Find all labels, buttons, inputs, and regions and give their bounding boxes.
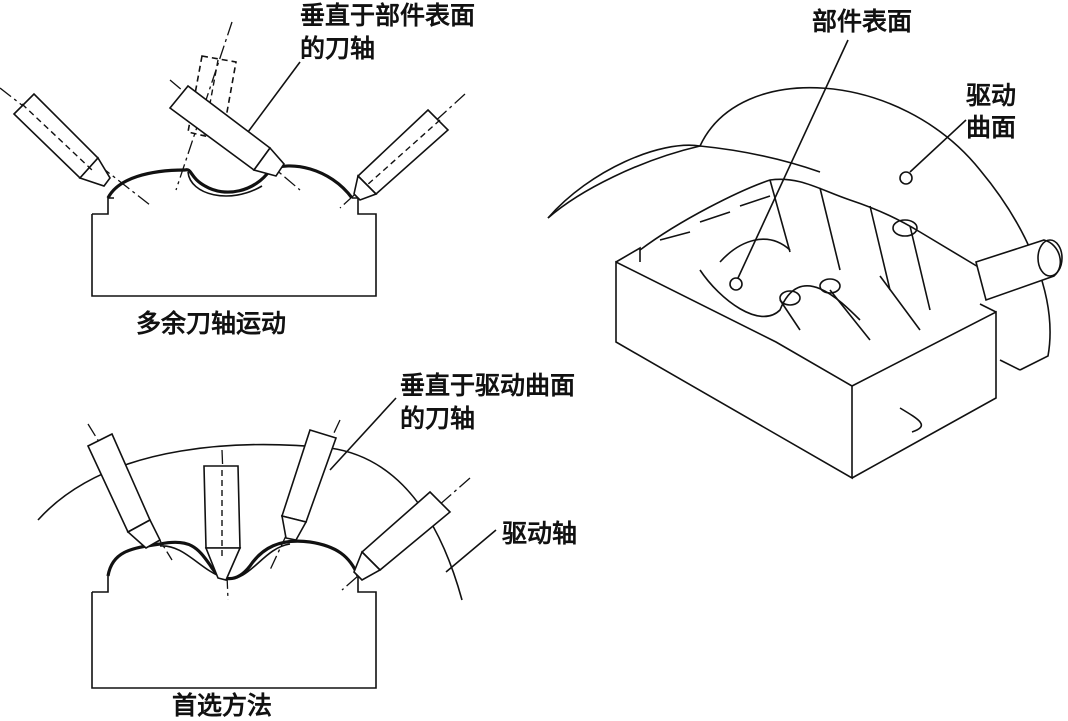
part-3d-block [615, 260, 853, 480]
label-excess-motion: 多余刀轴运动 [136, 309, 287, 338]
tool-bottom-left [86, 423, 173, 561]
drive-shaft [975, 239, 1062, 302]
leader-drive-surface [909, 119, 967, 173]
label-part-surface: 部件表面 [812, 7, 913, 36]
tool-top-center [168, 79, 301, 191]
preferred-method-figure [37, 397, 497, 689]
leader-drive-axis [445, 529, 497, 573]
drive-surface-marker [899, 171, 913, 185]
excess-motion-figure [0, 21, 466, 297]
part-surface-marker [729, 277, 743, 291]
tool-bottom-right2 [341, 477, 471, 591]
label-drive-axis: 驱动轴 [502, 519, 578, 548]
leader-part-surface [737, 39, 849, 279]
leader-part-normal [247, 61, 301, 133]
leader-drive-normal [329, 397, 397, 471]
label-drive-surface: 驱动 [966, 81, 1017, 110]
part-3d-figure [547, 39, 1063, 480]
label-tool-axis-normal-drive: 垂直于驱动曲面 [400, 371, 576, 400]
tool-top-left [0, 87, 151, 206]
tool-bottom-right1 [269, 419, 341, 571]
part-profile-top [106, 164, 354, 199]
label-preferred-method: 首选方法 [172, 691, 273, 720]
label-tool-axis-normal-drive-2: 的刀轴 [400, 404, 476, 433]
label-tool-axis-normal-part-2: 的刀轴 [300, 34, 376, 63]
part-block-bottom [91, 576, 377, 689]
tool-top-right [339, 93, 466, 209]
label-drive-surface-2: 曲面 [966, 113, 1017, 142]
label-tool-axis-normal-part: 垂直于部件表面 [300, 1, 476, 30]
tool-bottom-center [203, 449, 242, 601]
part-block-top [91, 197, 377, 297]
